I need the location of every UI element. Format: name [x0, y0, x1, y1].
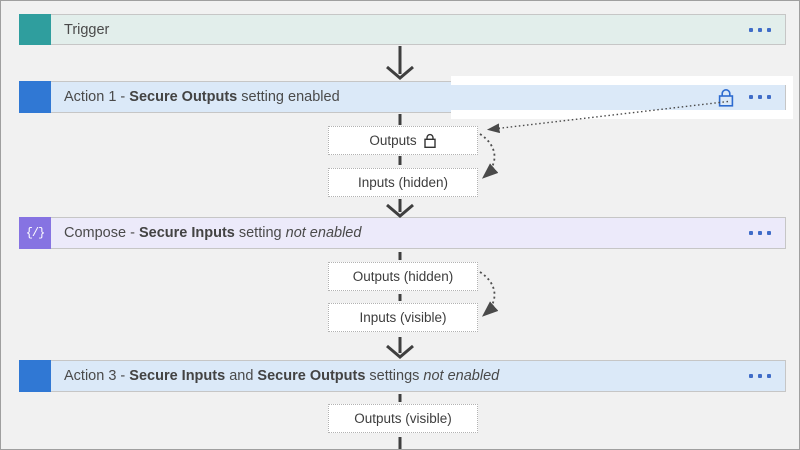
action3-outputs-box: Outputs (visible) [328, 404, 478, 433]
ellipsis-dot [767, 27, 771, 32]
more-options-button[interactable] [749, 95, 785, 99]
ellipsis-dot [758, 27, 762, 32]
ellipsis-dot [767, 95, 771, 99]
action3-label: Action 3 - Secure Inputs and Secure Outp… [64, 368, 500, 384]
ellipsis-dot [749, 27, 753, 32]
ellipsis-dot [758, 231, 762, 235]
action1-label: Action 1 - Secure Outputs setting enable… [64, 89, 340, 105]
trigger-card[interactable]: Trigger [19, 14, 786, 45]
compose-braces-glyph: {/} [25, 226, 46, 240]
action1-outputs-box: Outputs [328, 126, 478, 155]
more-options-button[interactable] [749, 231, 785, 235]
secure-outputs-lock-icon [717, 88, 735, 107]
lock-icon [423, 133, 436, 148]
arrowhead [386, 65, 414, 80]
action3-card[interactable]: Action 3 - Secure Inputs and Secure Outp… [19, 360, 786, 392]
ellipsis-dot [749, 231, 753, 235]
compose-inputs-box: Inputs (visible) [328, 303, 478, 332]
ellipsis-dot [758, 374, 762, 378]
outputs-to-inputs-curve-arrow [479, 133, 499, 179]
annotation-backdrop [451, 110, 793, 119]
ellipsis-dot [749, 95, 753, 99]
action1-inputs-box: Inputs (hidden) [328, 168, 478, 197]
ellipsis-dot [749, 374, 753, 378]
more-options-button[interactable] [749, 374, 785, 378]
trigger-label: Trigger [64, 21, 110, 38]
arrowhead [386, 344, 414, 359]
arrowhead [386, 203, 414, 218]
compose-card[interactable]: {/} Compose - Secure Inputs setting not … [19, 217, 786, 249]
outputs-to-inputs-curve-arrow [479, 271, 499, 317]
ellipsis-dot [767, 374, 771, 378]
action1-card[interactable]: Action 1 - Secure Outputs setting enable… [19, 81, 786, 113]
ellipsis-dot [758, 95, 762, 99]
trigger-icon [19, 14, 51, 45]
action3-icon [19, 360, 51, 392]
ellipsis-dot [767, 231, 771, 235]
more-options-button[interactable] [749, 27, 785, 32]
action1-icon [19, 81, 51, 113]
annotation-backdrop [451, 76, 793, 85]
compose-icon: {/} [19, 217, 51, 249]
compose-outputs-box: Outputs (hidden) [328, 262, 478, 291]
compose-label: Compose - Secure Inputs setting not enab… [64, 225, 362, 241]
